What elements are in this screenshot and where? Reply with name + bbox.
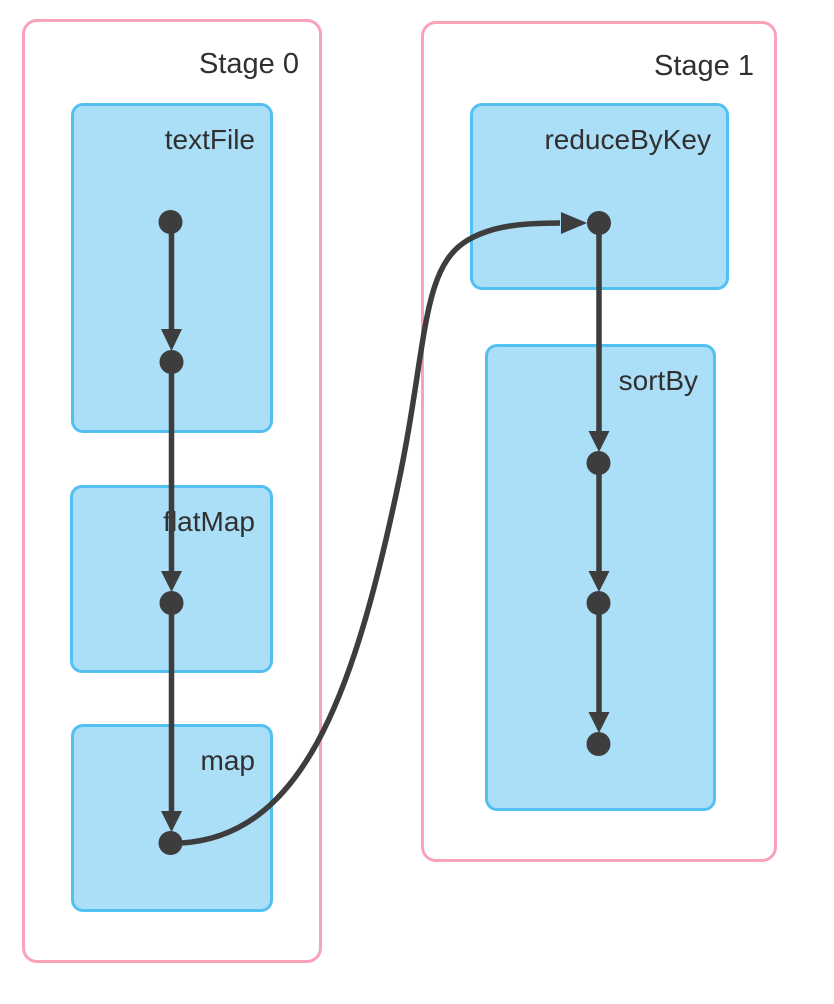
operation-box-map: map [71,724,273,912]
operation-box-flatmap: flatMap [70,485,273,673]
rdd-dot-map[interactable] [158,831,183,855]
rdd-dot-reducebykey[interactable] [587,211,611,235]
operation-label-map: map [200,745,255,776]
stage-1-title: Stage 1 [654,50,754,82]
operation-box-textfile: textFile [71,103,273,433]
operation-label-reducebykey: reduceByKey [544,124,711,155]
operation-box-reducebykey: reduceByKey [470,103,729,290]
rdd-dot-textfile-1[interactable] [158,210,183,234]
rdd-dot-sortby-1[interactable] [586,451,611,475]
rdd-dot-textfile-2[interactable] [159,350,184,374]
operation-label-textfile: textFile [164,124,255,155]
rdd-dot-sortby-2[interactable] [586,591,611,615]
rdd-dot-flatmap[interactable] [159,591,184,615]
rdd-dot-sortby-3[interactable] [586,732,611,756]
stage-0-title: Stage 0 [199,48,299,80]
operation-label-sortby: sortBy [618,365,698,396]
operation-label-flatmap: flatMap [163,506,255,537]
